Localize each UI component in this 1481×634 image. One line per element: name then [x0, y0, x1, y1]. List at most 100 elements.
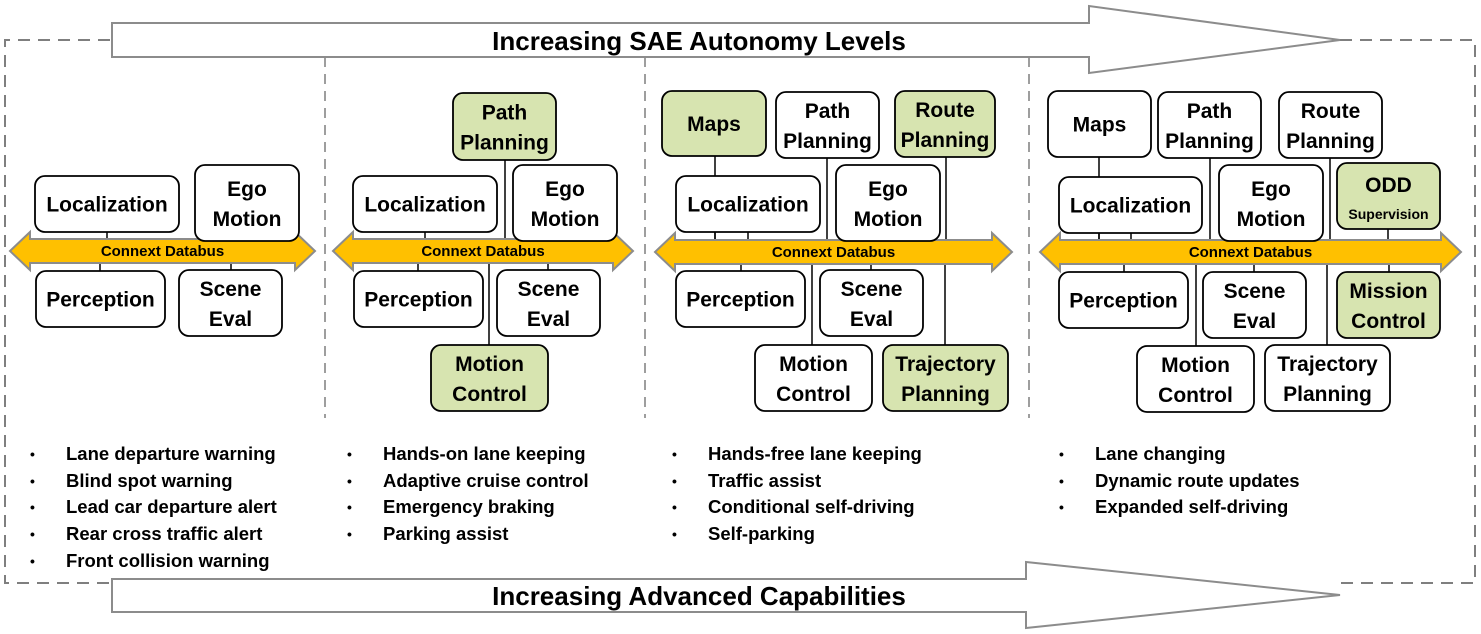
trajectory-planning-label-line: Planning — [901, 383, 990, 406]
ego-motion-label-line: Motion — [1237, 208, 1306, 231]
capability-text: Self-parking — [708, 523, 815, 545]
component-maps: Maps — [1047, 90, 1152, 158]
maps-label-line: Maps — [1073, 114, 1127, 137]
perception-box — [675, 270, 806, 328]
mission-control-label-line: Mission — [1349, 280, 1427, 303]
bullet-icon: • — [347, 526, 352, 543]
motion-control-box — [754, 344, 873, 412]
scene-eval-box — [178, 269, 283, 337]
top-arrow-label: Increasing SAE Autonomy Levels — [492, 26, 906, 56]
route-planning-label-line: Route — [1301, 100, 1361, 123]
connext-databus-label: Connext Databus — [1189, 244, 1312, 261]
ego-motion-box — [835, 164, 941, 242]
capabilities-level-1: • Lane departure warning • Blind spot warni… — [30, 441, 277, 574]
capability-item: • Dynamic route updates — [1059, 468, 1300, 495]
capability-text: Front collision warning — [66, 549, 270, 571]
capability-text: Blind spot warning — [66, 469, 233, 491]
bullet-icon: • — [1059, 472, 1064, 489]
scene-eval-label-line: Scene — [841, 278, 903, 301]
level-group-1: Connext Databus Localization EgoMotionPerc… — [8, 164, 317, 337]
bullet-icon: • — [1059, 446, 1064, 462]
path-planning-box — [452, 92, 557, 161]
levels-layer: Connext DatabusLocalizationEgoMotionPerc… — [8, 90, 1463, 413]
capability-text: Adaptive cruise control — [383, 469, 589, 491]
component-localization: Localization — [1058, 176, 1203, 234]
ego-motion-label-line: Ego — [227, 178, 267, 201]
connext-databus-label: Connext Databus — [421, 243, 544, 260]
capability-item: •Conditional self-driving — [672, 494, 922, 521]
motion-control-label-line: Motion — [779, 353, 848, 376]
capability-item: •Self-parking — [672, 521, 922, 548]
capability-text: Rear cross traffic alert — [66, 523, 263, 545]
motion-control-label-line: Motion — [1161, 354, 1230, 377]
route-planning-box — [1278, 91, 1383, 159]
capability-item: •Lead car departure alert — [30, 494, 277, 521]
capability-text: Lane departure warning — [66, 443, 276, 464]
maps-label-line: Maps — [687, 113, 741, 136]
scene-eval-label-line: Eval — [850, 308, 893, 331]
path-planning-label-line: Planning — [460, 132, 549, 155]
route-planning-label-line: Planning — [1286, 130, 1375, 153]
capability-text: Conditional self-driving — [708, 496, 915, 518]
bottom-arrow: Increasing Advanced Capabilities — [111, 560, 1341, 630]
path-planning-label-line: Path — [482, 102, 528, 125]
capability-item: •Hands-on lane keeping — [347, 441, 589, 468]
bullet-icon: • — [30, 552, 35, 569]
level-dividers — [324, 57, 1030, 418]
bullet-icon: • — [347, 499, 352, 516]
component-perception: Perception — [35, 270, 166, 328]
bullet-icon: • — [347, 446, 352, 462]
bullet-icon: • — [30, 446, 35, 462]
component-perception: Perception — [1058, 271, 1189, 329]
capability-item: • Parking assist — [347, 521, 589, 548]
odd-supervision-box — [1336, 162, 1441, 230]
scene-eval-label-line: Scene — [200, 278, 262, 301]
component-localization: Localization — [34, 175, 180, 233]
perception-label-line: Perception — [1069, 290, 1178, 313]
ego-motion-label-line: Ego — [545, 178, 585, 201]
localization-box — [1058, 176, 1203, 234]
capability-text: Lead car departure alert — [66, 496, 277, 518]
level-group-4: Connext DatabusMapsPathPlanningRoutePlan… — [1038, 90, 1463, 413]
component-perception: Perception — [353, 270, 484, 328]
connext-databus-label: Connext Databus — [101, 243, 224, 260]
odd-supervision-label-line: Supervision — [1348, 206, 1428, 222]
perception-label-line: Perception — [364, 289, 473, 312]
motion-control-box — [430, 344, 549, 412]
localization-label-line: Localization — [687, 194, 808, 217]
perception-box — [353, 270, 484, 328]
ego-motion-label-line: Motion — [531, 208, 600, 231]
capability-text: Dynamic route updates — [1095, 469, 1300, 491]
localization-box — [675, 175, 821, 233]
motion-control-label-line: Control — [452, 383, 527, 406]
bottom-arrow-shape — [111, 560, 1341, 630]
ego-motion-label-line: Motion — [213, 208, 282, 231]
odd-supervision-label-line: ODD — [1365, 174, 1412, 197]
capability-text: Expanded self-driving — [1095, 496, 1289, 518]
capability-text: Parking assist — [383, 523, 509, 545]
motion-control-label-line: Control — [776, 383, 851, 406]
path-planning-label-line: Planning — [1165, 130, 1254, 153]
top-arrow-shape — [111, 4, 1341, 75]
motion-control-box — [1136, 345, 1255, 413]
maps-box — [1047, 90, 1152, 158]
trajectory-planning-label-line: Trajectory — [895, 353, 996, 376]
component-localization: Localization — [352, 175, 498, 233]
perception-label-line: Perception — [686, 289, 795, 312]
localization-label-line: Localization — [46, 194, 167, 217]
capability-text: Traffic assist — [708, 469, 822, 491]
path-planning-box — [1157, 91, 1262, 159]
bullet-icon: • — [30, 526, 35, 543]
ego-motion-label-line: Motion — [854, 208, 923, 231]
path-planning-label-line: Path — [1187, 100, 1233, 123]
ego-motion-box — [1218, 164, 1324, 242]
